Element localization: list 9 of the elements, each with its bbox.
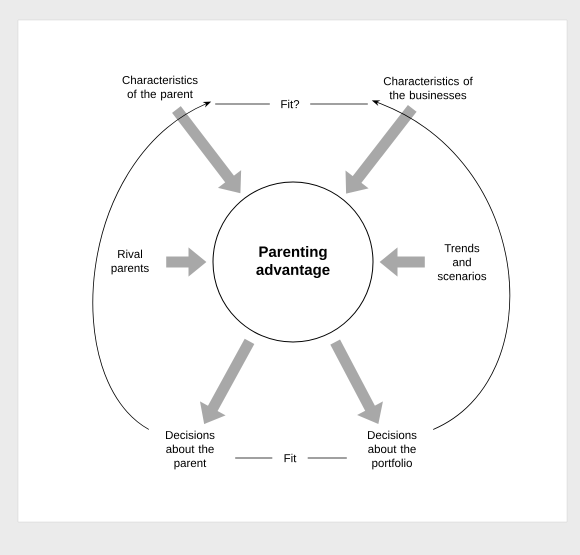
circle-node: Parenting advantage: [212, 182, 374, 342]
node-label: Rival parents: [112, 250, 149, 274]
node-label: Decisions about the portfolio: [368, 430, 416, 470]
node-label: Fit?: [281, 100, 300, 108]
node-label: Decisions about the parent: [166, 430, 214, 470]
node-label: Fit: [284, 454, 296, 462]
node-label: Trends and scenarios: [438, 244, 486, 280]
node-label: Characteristics of the businesses: [384, 76, 473, 100]
node-label: Characteristics of the parent: [122, 76, 198, 100]
